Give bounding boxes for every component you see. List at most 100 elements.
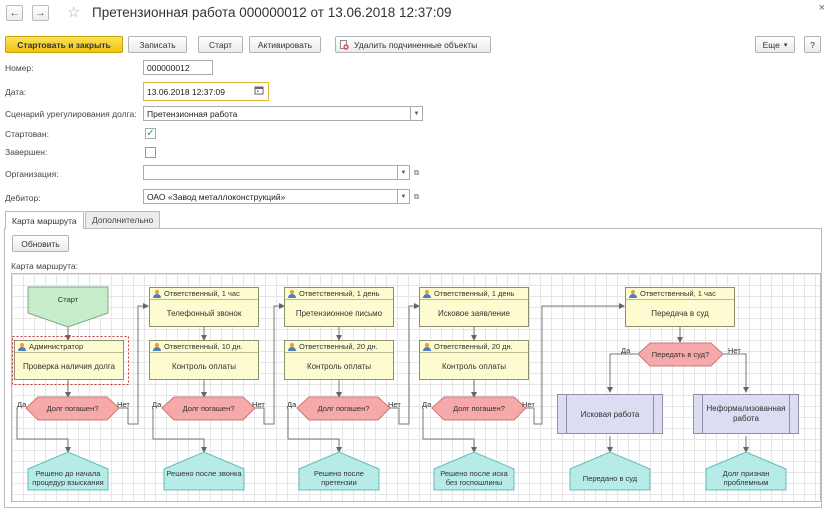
favorite-star-icon[interactable]: ☆ [67, 4, 81, 21]
yes-label: Да [17, 400, 27, 409]
debtor-open-button[interactable]: ⧉ [411, 189, 422, 204]
calendar-icon[interactable] [254, 85, 266, 97]
date-value: 13.06.2018 12:37:09 [147, 86, 225, 97]
task-check-debt[interactable]: Администратор Проверка наличия долга [14, 340, 124, 380]
chevron-down-icon: ▼ [400, 193, 407, 200]
page-title: Претензионная работа 000000012 от 13.06.… [92, 5, 452, 20]
help-button[interactable]: ? [804, 36, 821, 53]
started-checkbox[interactable]: ✓ [145, 128, 156, 139]
end-node-3 [298, 451, 380, 491]
organization-label: Организация: [5, 169, 59, 179]
back-button[interactable]: ← [6, 5, 23, 21]
organization-open-button[interactable]: ⧉ [411, 165, 422, 180]
decision-debt-paid-1 [25, 396, 120, 421]
route-map-shapes [12, 286, 787, 491]
task-title: Исковое заявление [437, 309, 511, 318]
started-label: Стартован: [5, 129, 49, 139]
date-field[interactable]: 13.06.2018 12:37:09 [143, 82, 269, 101]
delete-subordinate-button[interactable]: Удалить подчиненные объекты [335, 36, 491, 53]
decision-debt-paid-4 [431, 396, 527, 421]
refresh-button[interactable]: Обновить [12, 235, 69, 252]
no-label: Нет [252, 400, 265, 409]
task-title: Передача в суд [651, 309, 709, 318]
number-field[interactable]: 000000012 [143, 60, 213, 75]
user-icon [153, 289, 161, 298]
start-button[interactable]: Старт [198, 36, 243, 53]
scenario-field[interactable]: Претензионная работа [143, 106, 411, 121]
save-button[interactable]: Записать [128, 36, 187, 53]
end-node-2 [163, 451, 245, 491]
arrow-left-icon: ← [9, 7, 20, 19]
scenario-dropdown-button[interactable]: ▼ [410, 106, 423, 121]
tab-route-map[interactable]: Карта маршрута [5, 211, 84, 229]
finished-checkbox[interactable] [145, 147, 156, 158]
task-letter[interactable]: Ответственный, 1 день Претензионное пись… [284, 287, 394, 327]
end-node-1 [27, 451, 109, 491]
decision-label: Долг погашен? [453, 404, 505, 413]
end-label: Передано в суд [582, 474, 638, 483]
activate-button[interactable]: Активировать [249, 36, 321, 53]
yes-label: Да [287, 400, 297, 409]
end-node-4 [433, 451, 515, 491]
start-node [27, 286, 109, 328]
decision-label: Долг погашен? [182, 404, 235, 413]
yes-label: Да [422, 400, 432, 409]
task-title: Контроль оплаты [306, 362, 372, 371]
arrow-right-icon: → [35, 7, 46, 19]
user-icon [629, 289, 637, 298]
task-title: Телефонный звонок [166, 309, 242, 318]
debtor-label: Дебитор: [5, 193, 41, 203]
open-icon: ⧉ [413, 167, 420, 177]
close-icon[interactable]: × [818, 2, 825, 14]
delete-subordinate-label: Удалить подчиненные объекты [354, 39, 478, 50]
tab-additional[interactable]: Дополнительно [85, 211, 161, 228]
task-payment-control-2[interactable]: Ответственный, 20 дн. Контроль оплаты [284, 340, 394, 380]
finished-label: Завершен: [5, 147, 48, 157]
task-payment-control-1[interactable]: Ответственный, 10 дн. Контроль оплаты [149, 340, 259, 380]
start-and-close-button[interactable]: Стартовать и закрыть [5, 36, 123, 53]
decision-label: Долг погашен? [46, 404, 99, 413]
route-map-label: Карта маршрута: [11, 261, 78, 271]
task-title: Претензионное письмо [295, 309, 383, 318]
task-title: Контроль оплаты [441, 362, 507, 371]
subprocess-lawsuit[interactable]: Исковая работа [557, 394, 663, 434]
user-icon [423, 289, 431, 298]
user-icon [423, 342, 431, 351]
no-label: Нет [117, 400, 130, 409]
no-label: Нет [728, 346, 741, 355]
no-label: Нет [522, 400, 535, 409]
end-label: Долг признан проблемным [722, 469, 770, 487]
decision-debt-paid-3 [296, 396, 391, 421]
open-icon: ⧉ [413, 191, 420, 201]
yes-label: Да [621, 346, 631, 355]
task-claim[interactable]: Ответственный, 1 день Исковое заявление [419, 287, 529, 327]
user-icon [288, 342, 296, 351]
task-role: Ответственный, 1 час [164, 289, 240, 298]
chevron-down-icon: ▼ [413, 110, 420, 117]
task-role: Ответственный, 20 дн. [299, 342, 378, 351]
decision-label: Передать в суд? [651, 350, 710, 359]
more-label: Еще [762, 39, 780, 50]
decision-label: Долг погашен? [317, 404, 370, 413]
decision-debt-paid-2 [161, 396, 256, 421]
organization-field[interactable] [143, 165, 398, 180]
date-label: Дата: [5, 87, 27, 97]
end-node-5 [569, 451, 651, 491]
task-role: Ответственный, 1 день [434, 289, 515, 298]
debtor-dropdown-button[interactable]: ▼ [397, 189, 410, 204]
user-icon [153, 342, 161, 351]
task-title: Контроль оплаты [171, 362, 237, 371]
end-node-6 [705, 451, 787, 491]
scenario-label: Сценарий урегулирования долга: [5, 109, 137, 119]
delete-document-icon [340, 39, 349, 50]
debtor-field[interactable]: ОАО «Завод металлоконструкций» [143, 189, 398, 204]
task-payment-control-3[interactable]: Ответственный, 20 дн. Контроль оплаты [419, 340, 529, 380]
end-label: Решено после претензии [314, 469, 364, 487]
subprocess-informal[interactable]: Неформализованная работа [693, 394, 799, 434]
route-map-canvas[interactable]: Старт Администратор Проверка наличия дол… [11, 273, 821, 502]
task-court-transfer[interactable]: Ответственный, 1 час Передача в суд [625, 287, 735, 327]
organization-dropdown-button[interactable]: ▼ [397, 165, 410, 180]
more-button[interactable]: Еще ▾ [755, 36, 795, 53]
task-call[interactable]: Ответственный, 1 час Телефонный звонок [149, 287, 259, 327]
forward-button[interactable]: → [32, 5, 49, 21]
